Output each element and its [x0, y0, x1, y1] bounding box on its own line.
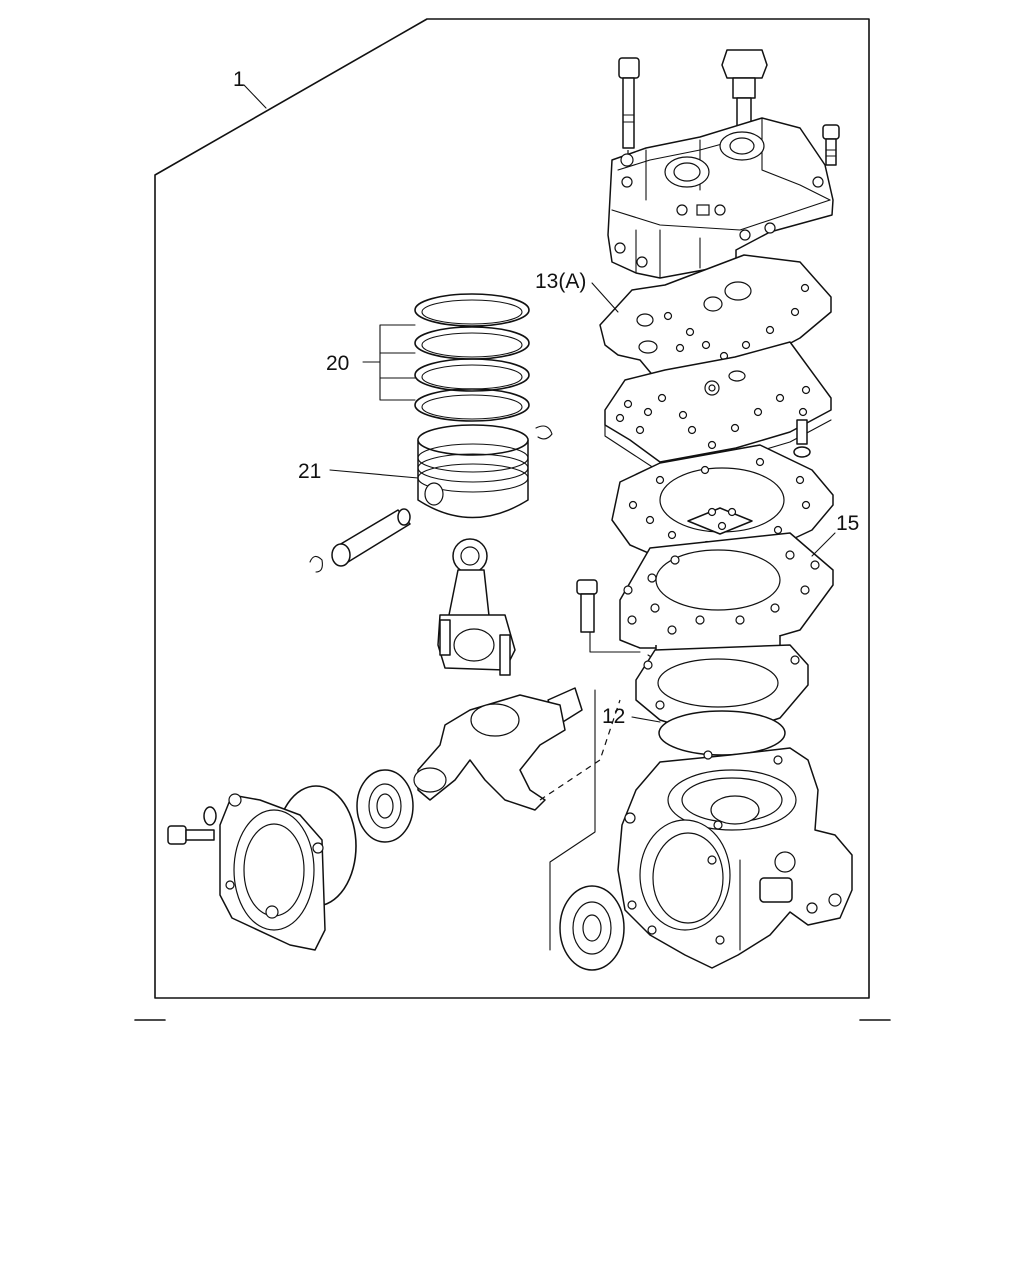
gasket-12 — [658, 710, 786, 756]
piston-rings-20 — [414, 293, 530, 422]
rear-bearing — [549, 689, 625, 971]
crankcase — [617, 747, 853, 969]
cylinder-head — [607, 49, 840, 279]
callout-15: 15 — [836, 512, 859, 535]
callout-1: 1 — [233, 68, 245, 91]
piston-pin — [309, 508, 411, 573]
valve-plate — [604, 341, 832, 473]
kit-frame — [154, 18, 870, 999]
callout-21: 21 — [298, 460, 321, 483]
callout-20: 20 — [326, 352, 349, 375]
valve-plate-screw — [793, 419, 811, 458]
front-bearing — [356, 769, 414, 843]
cylinder-15 — [619, 532, 834, 739]
crankshaft — [413, 687, 621, 811]
leader-21 — [329, 469, 419, 479]
end-cover-bolt — [167, 806, 217, 845]
leader-15 — [811, 532, 836, 557]
leader-12 — [631, 716, 661, 723]
leader-13a — [591, 282, 619, 313]
callout-13a: 13(A) — [535, 270, 586, 293]
piston-21 — [417, 424, 553, 519]
leader-1 — [243, 84, 267, 109]
callout-12: 12 — [602, 705, 625, 728]
leader-20 — [362, 324, 416, 401]
cylinder-bolt — [576, 579, 641, 653]
end-cover — [219, 785, 357, 951]
connecting-rod — [437, 538, 516, 676]
